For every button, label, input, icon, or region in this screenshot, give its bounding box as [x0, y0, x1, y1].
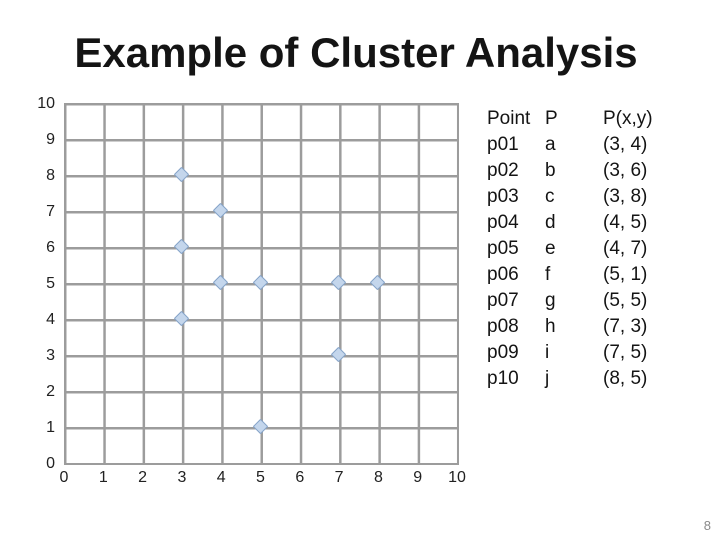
point-id-cell: p04: [487, 212, 519, 233]
coords-cell: (5, 5): [603, 290, 648, 311]
coords-cell: (7, 5): [603, 342, 648, 363]
y-tick-label: 2: [46, 383, 55, 400]
data-point-diamond: [330, 346, 347, 363]
point-id-cell: p05: [487, 238, 519, 259]
x-tick-label: 9: [413, 469, 423, 486]
p-letter-cell: e: [545, 238, 556, 259]
x-tick-label: 3: [177, 469, 187, 486]
p-letter-cell: g: [545, 290, 556, 311]
data-point-diamond: [330, 274, 347, 291]
y-tick-label: 10: [37, 95, 55, 112]
data-point-diamond: [173, 310, 190, 327]
y-axis-ticks: 0 1 2 3 4 5 6 7 8 9 10: [0, 95, 55, 472]
data-point-diamond: [212, 202, 229, 219]
y-tick-label: 6: [46, 239, 55, 256]
table-row: p09 i (7, 5): [487, 340, 653, 366]
data-point-diamond: [252, 418, 268, 435]
x-tick-label: 8: [373, 469, 383, 486]
data-point-diamond: [370, 274, 386, 291]
p-letter-cell: c: [545, 186, 555, 207]
x-tick-label: 2: [138, 469, 148, 486]
point-id-cell: p10: [487, 368, 519, 389]
x-tick-label: 10: [448, 469, 466, 486]
page-number: 8: [703, 518, 711, 533]
y-tick-label: 7: [46, 203, 55, 220]
p-letter-cell: a: [545, 134, 556, 155]
table-row: p03 c (3, 8): [487, 184, 653, 210]
col-header-pxy: P(x,y): [603, 108, 653, 129]
table-row: p01 a (3, 4): [487, 132, 653, 158]
col-header-p: P: [545, 108, 558, 129]
point-id-cell: p09: [487, 342, 519, 363]
y-tick-label: 8: [46, 167, 55, 184]
x-tick-label: 5: [256, 469, 265, 486]
p-letter-cell: f: [545, 264, 551, 285]
table-row: p02 b (3, 6): [487, 158, 653, 184]
col-header-point: Point: [487, 108, 531, 129]
data-point-diamond: [252, 274, 268, 291]
y-tick-label: 0: [46, 455, 55, 472]
data-point-diamond: [212, 274, 229, 291]
coords-cell: (4, 5): [603, 212, 648, 233]
table-header-row: Point P P(x,y): [487, 106, 653, 132]
y-tick-label: 4: [46, 311, 55, 328]
coords-cell: (3, 4): [603, 134, 648, 155]
p-letter-cell: h: [545, 316, 556, 337]
x-tick-label: 6: [295, 469, 305, 486]
coords-cell: (7, 3): [603, 316, 648, 337]
data-point-diamond: [173, 166, 190, 183]
points-table: Point P P(x,y) p01 a (3, 4) p02 b (3, 6) p03 c (…: [487, 106, 653, 392]
x-tick-label: 4: [216, 469, 226, 486]
coords-cell: (3, 8): [603, 186, 648, 207]
coords-cell: (4, 7): [603, 238, 648, 259]
y-tick-label: 3: [46, 347, 55, 364]
x-tick-label: 7: [334, 469, 344, 486]
x-axis-ticks: 0 1 2 3 4 5 6 7 8 9 10: [60, 469, 466, 489]
coords-cell: (8, 5): [603, 368, 648, 389]
y-tick-label: 5: [46, 275, 55, 292]
plot-area: [64, 103, 459, 465]
data-point-diamond: [173, 238, 190, 255]
p-letter-cell: i: [545, 342, 550, 363]
p-letter-cell: j: [545, 368, 550, 389]
y-tick-label: 9: [46, 131, 55, 148]
point-id-cell: p03: [487, 186, 519, 207]
coords-cell: (3, 6): [603, 160, 648, 181]
table-row: p07 g (5, 5): [487, 288, 653, 314]
p-letter-cell: d: [545, 212, 556, 233]
x-tick-label: 1: [98, 469, 108, 486]
table-row: p05 e (4, 7): [487, 236, 653, 262]
table-row: p10 j (8, 5): [487, 366, 653, 392]
slide-title: Example of Cluster Analysis: [74, 29, 638, 76]
point-id-cell: p02: [487, 160, 519, 181]
table-row: p08 h (7, 3): [487, 314, 653, 340]
point-id-cell: p07: [487, 290, 519, 311]
p-letter-cell: b: [545, 160, 556, 181]
table-row: p04 d (4, 5): [487, 210, 653, 236]
y-tick-label: 1: [46, 419, 55, 436]
point-id-cell: p01: [487, 134, 519, 155]
x-tick-label: 0: [59, 469, 69, 486]
point-id-cell: p06: [487, 264, 519, 285]
point-id-cell: p08: [487, 316, 519, 337]
table-row: p06 f (5, 1): [487, 262, 653, 288]
coords-cell: (5, 1): [603, 264, 648, 285]
